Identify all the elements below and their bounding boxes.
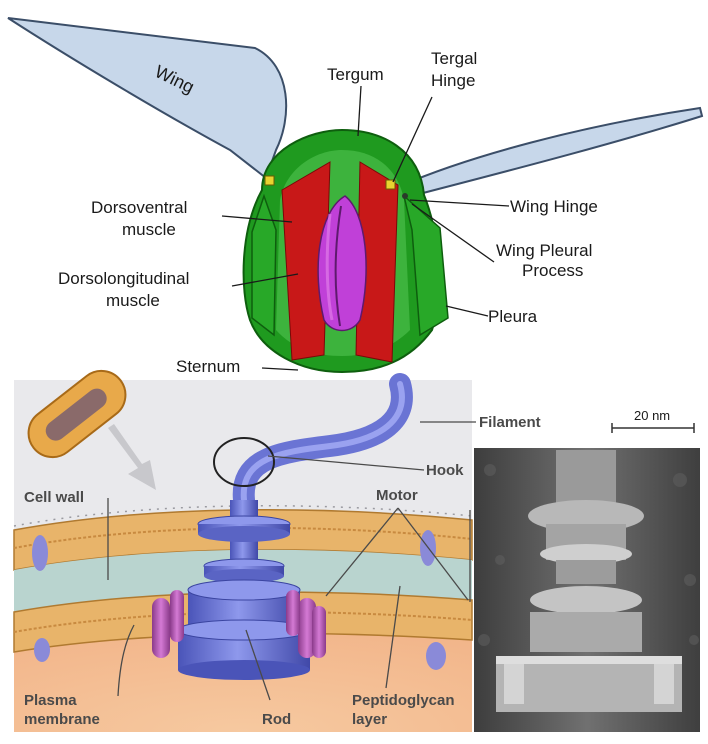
label-tergal-2: Hinge [431, 71, 475, 90]
left-muscle [281, 161, 331, 361]
label-wing-pleural-2: Process [522, 261, 583, 280]
label-motor: Motor [376, 487, 418, 504]
flagellar-motor-diagram: Filament Hook Motor Cell wall Plasma mem… [13, 369, 566, 732]
left-pleural-plate [251, 193, 277, 337]
label-pleura: Pleura [488, 307, 538, 326]
stator-proteins [152, 590, 326, 658]
zoom-arrow-icon [108, 424, 156, 490]
label-wing-pleural-1: Wing Pleural [496, 241, 592, 260]
bacterium-icon [27, 369, 127, 459]
label-filament: Filament [479, 414, 541, 431]
label-sternum: Sternum [176, 357, 240, 376]
right-pleural-plate [402, 193, 449, 337]
electron-micrograph [474, 448, 700, 732]
left-hinge-marker [264, 175, 275, 186]
label-dorsolongitudinal-1: Dorsolongitudinal [58, 269, 189, 288]
label-dorsoventral-2: muscle [122, 220, 176, 239]
insect-thorax-diagram: Wing Tergum Tergal Hinge Dorsoventral mu… [7, 17, 704, 376]
label-rod: Rod [262, 711, 291, 728]
label-plasma-1: Plasma [24, 692, 77, 709]
tergal-hinge-marker [385, 179, 396, 190]
label-dorsoventral-1: Dorsoventral [91, 198, 187, 217]
label-wing-hinge: Wing Hinge [510, 197, 598, 216]
label-scale: 20 nm [634, 408, 670, 423]
label-tergal-1: Tergal [431, 49, 477, 68]
label-peptido-1: Peptidoglycan [352, 692, 455, 709]
left-wing [7, 17, 288, 180]
scale-bar: 20 nm [611, 408, 695, 433]
motor-stack [177, 500, 311, 680]
label-peptido-2: layer [352, 711, 387, 728]
label-plasma-2: membrane [24, 711, 100, 728]
hook-ring [213, 437, 275, 487]
dorsolongitudinal-muscle [317, 195, 367, 332]
label-dorsolongitudinal-2: muscle [106, 291, 160, 310]
label-tergum: Tergum [327, 65, 384, 84]
dorsolongitudinal-split [334, 205, 342, 327]
right-wing [398, 106, 704, 200]
label-hook: Hook [426, 462, 464, 479]
label-cell-wall: Cell wall [24, 489, 84, 506]
